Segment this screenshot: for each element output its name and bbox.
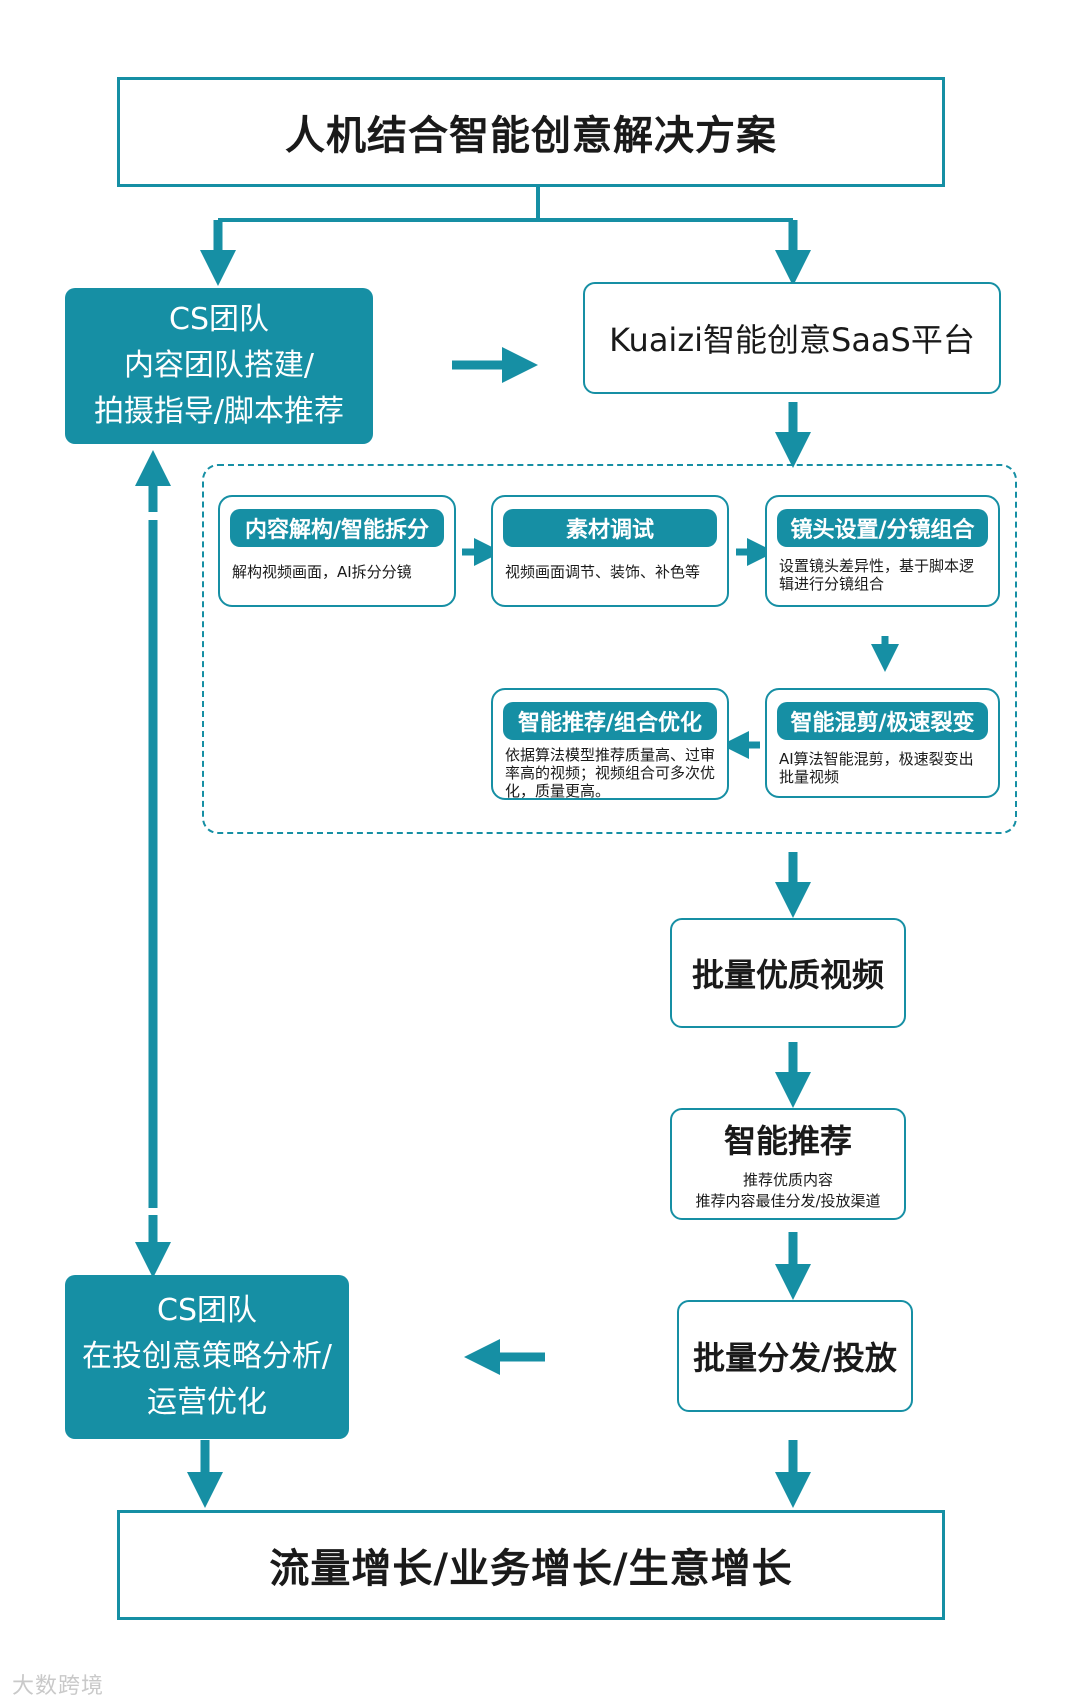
smart-recommend-title: 智能推荐 xyxy=(723,1122,852,1160)
cs-team-bottom-line2: 在投创意策略分析/ xyxy=(81,1339,333,1374)
cs-team-bottom-line1: CS团队 xyxy=(157,1293,257,1328)
result-box: 流量增长/业务增长/生意增长 xyxy=(117,1510,945,1620)
watermark-text: 大数跨境 xyxy=(12,1674,105,1699)
watermark: 大数跨境 xyxy=(12,1668,104,1700)
saas-platform-label: Kuaizi智能创意SaaS平台 xyxy=(609,321,975,359)
step-arrows xyxy=(462,538,899,759)
step-deconstruct-title: 内容解构/智能拆分 xyxy=(230,509,444,547)
batch-distribute-label: 批量分发/投放 xyxy=(693,1339,897,1377)
step-smart-recommend-optimize-desc: 依据算法模型推荐质量高、过审率高的视频；视频组合可多次优化，质量更高。 xyxy=(505,746,716,800)
batch-video-box: 批量优质视频 xyxy=(670,918,906,1028)
solution-title-box: 人机结合智能创意解决方案 xyxy=(117,77,945,187)
step-smart-recommend-optimize: 智能推荐/组合优化 依据算法模型推荐质量高、过审率高的视频；视频组合可多次优化，… xyxy=(491,688,729,800)
solution-title: 人机结合智能创意解决方案 xyxy=(285,113,777,159)
step-deconstruct: 内容解构/智能拆分 解构视频画面，AI拆分分镜 xyxy=(218,495,456,607)
batch-video-label: 批量优质视频 xyxy=(691,956,884,994)
step-deconstruct-desc: 解构视频画面，AI拆分分镜 xyxy=(232,563,412,581)
step-smart-remix: 智能混剪/极速裂变 AI算法智能混剪，极速裂变出批量视频 xyxy=(765,688,1000,798)
process-group xyxy=(202,464,1017,834)
cs-team-bottom-box: CS团队 在投创意策略分析/ 运营优化 xyxy=(65,1275,349,1439)
result-label: 流量增长/业务增长/生意增长 xyxy=(269,1546,793,1592)
step-shot-setup-desc: 设置镜头差异性，基于脚本逻辑进行分镜组合 xyxy=(779,557,975,593)
step-material-tuning-desc: 视频画面调节、装饰、补色等 xyxy=(505,563,701,581)
step-smart-remix-title: 智能混剪/极速裂变 xyxy=(777,702,988,740)
cs-team-top-line3: 拍摄指导/脚本推荐 xyxy=(93,394,345,429)
step-shot-setup-title: 镜头设置/分镜组合 xyxy=(777,509,988,547)
step-smart-recommend-optimize-title: 智能推荐/组合优化 xyxy=(503,702,717,740)
saas-platform-box: Kuaizi智能创意SaaS平台 xyxy=(583,282,1001,394)
step-shot-setup: 镜头设置/分镜组合 设置镜头差异性，基于脚本逻辑进行分镜组合 xyxy=(765,495,1000,607)
smart-recommend-box: 智能推荐 推荐优质内容 推荐内容最佳分发/投放渠道 xyxy=(670,1108,906,1220)
cs-team-top-box: CS团队 内容团队搭建/ 拍摄指导/脚本推荐 xyxy=(65,288,373,444)
cs-team-bottom-line3: 运营优化 xyxy=(147,1385,267,1420)
connector-arrows xyxy=(187,220,811,1508)
step-smart-remix-desc: AI算法智能混剪，极速裂变出批量视频 xyxy=(779,750,974,786)
smart-recommend-line1: 推荐优质内容 xyxy=(742,1171,833,1189)
smart-recommend-line2: 推荐内容最佳分发/投放渠道 xyxy=(695,1192,881,1210)
top-split-connector xyxy=(218,186,793,222)
cs-team-top-line2: 内容团队搭建/ xyxy=(123,348,315,383)
step-material-tuning-title: 素材调试 xyxy=(503,509,717,547)
batch-distribute-box: 批量分发/投放 xyxy=(677,1300,913,1412)
cs-team-top-line1: CS团队 xyxy=(169,302,269,337)
step-material-tuning: 素材调试 视频画面调节、装饰、补色等 xyxy=(491,495,729,607)
